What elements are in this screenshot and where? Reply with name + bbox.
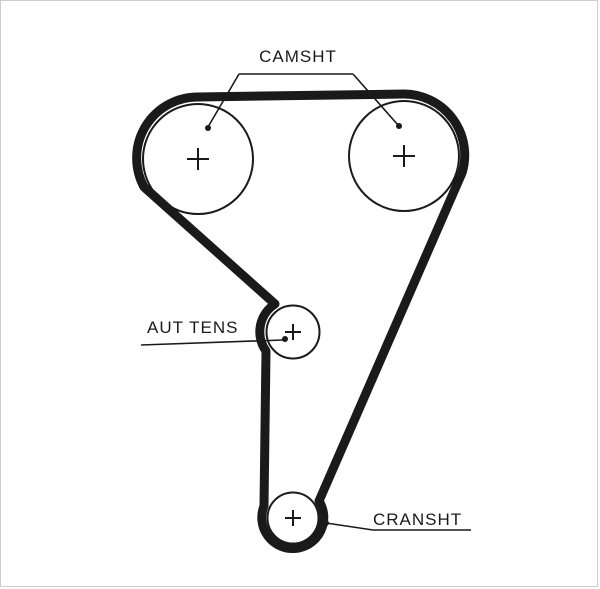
camshaft-right-center-cross-icon <box>393 145 415 167</box>
camshaft-left-leader-dot <box>205 125 211 131</box>
camshaft-right-leader-dot <box>396 123 402 129</box>
crankshaft-leader-dot <box>323 520 329 526</box>
camshaft-left-center-cross-icon <box>187 148 209 170</box>
crankshaft-label: CRANSHT <box>373 510 463 529</box>
camshaft-pulley-right <box>348 100 460 212</box>
crankshaft-center-cross-icon <box>285 510 301 526</box>
camshaft-right-leader-line <box>352 73 399 126</box>
tensioner-pulley <box>265 304 321 360</box>
timing-belt <box>132 89 470 553</box>
camshaft-left-leader-line <box>207 73 240 128</box>
camshaft-pulley-left <box>142 103 254 215</box>
camshaft-label: CAMSHT <box>259 47 337 66</box>
tensioner-leader-dot <box>282 336 288 342</box>
auto-tensioner-label: AUT TENS <box>147 318 239 337</box>
tensioner-leader-line <box>140 339 284 346</box>
crankshaft-pulley <box>266 491 320 545</box>
crankshaft-leader-line <box>325 522 471 531</box>
tensioner-center-cross-icon <box>285 324 301 340</box>
